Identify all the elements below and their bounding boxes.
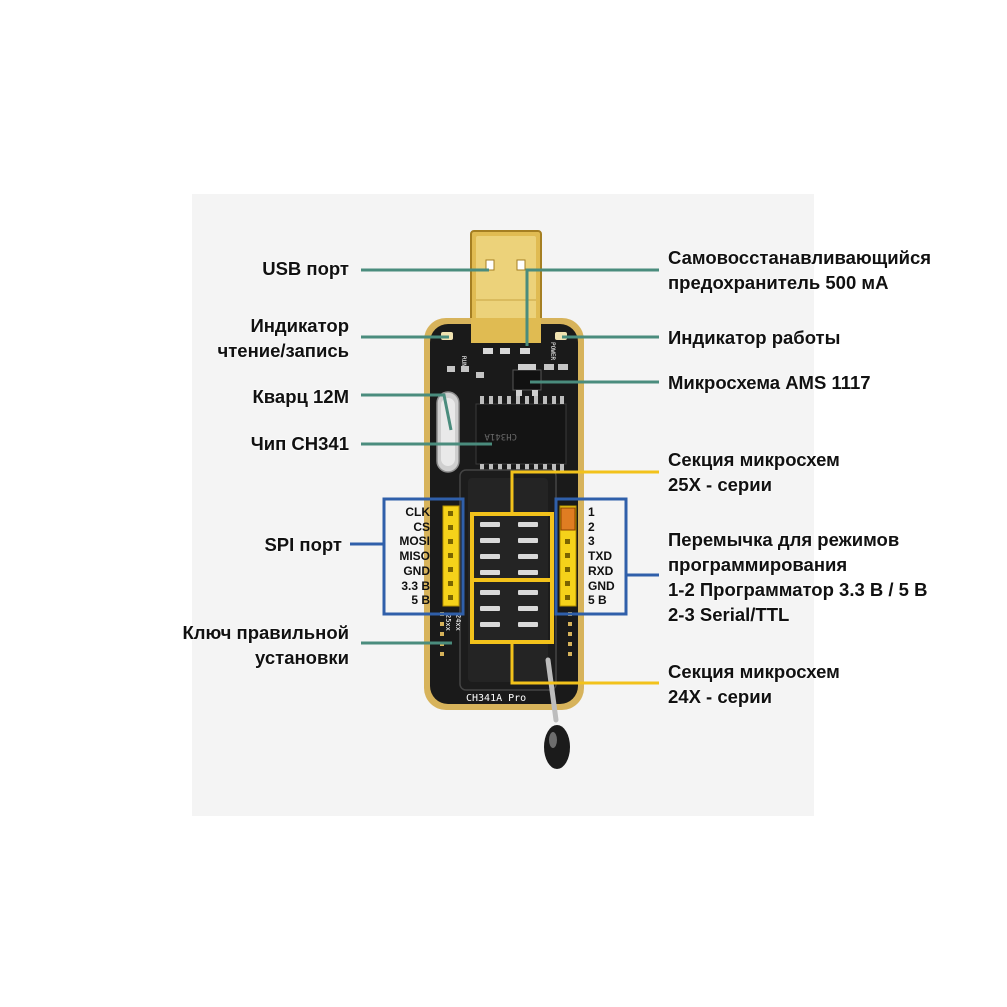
- spi-pin: MOSI: [399, 534, 430, 549]
- label-power-indicator-line: Индикатор работы: [668, 327, 841, 348]
- jumper-pin: 5 В: [588, 593, 607, 608]
- teal-leaders: [361, 268, 659, 645]
- spi-pin-header: [442, 505, 460, 607]
- jumper-pin: 2: [588, 519, 595, 534]
- label-usb-port-line: USB порт: [262, 258, 349, 279]
- label-section-25x: Секция микросхем 25X - серии: [668, 447, 840, 497]
- label-rw-indicator: Индикатор чтение/запись: [217, 313, 349, 363]
- label-spi-port: SPI порт: [264, 532, 342, 557]
- label-ams-line: Микросхема AMS 1117: [668, 372, 871, 393]
- smd-components: [447, 348, 568, 378]
- label-section-24x: Секция микросхем 24X - серии: [668, 659, 840, 709]
- label-fuse: Самовосстанавливающийся предохранитель 5…: [668, 245, 931, 295]
- label-rw-indicator-line-2: чтение/запись: [217, 340, 349, 361]
- label-install-key-line-2: установки: [255, 647, 349, 668]
- socket-contacts-25x: [480, 522, 538, 575]
- series-24-silk: 24xx: [454, 614, 462, 631]
- ams1117-regulator: [512, 364, 542, 396]
- power-silk: POWER: [549, 342, 556, 360]
- label-jumper-line-2: программирования: [668, 554, 848, 575]
- label-ams: Микросхема AMS 1117: [668, 370, 871, 395]
- ch341-chip: CH341A: [475, 396, 567, 472]
- spi-pin-list: CLK CS MOSI MISO GND 3.3 В 5 В: [388, 505, 430, 608]
- spi-pin: CS: [413, 519, 430, 534]
- label-section-24x-line-1: Секция микросхем: [668, 661, 840, 682]
- label-usb-port: USB порт: [262, 256, 349, 281]
- label-chip: Чип CH341: [251, 431, 349, 456]
- label-fuse-line-1: Самовосстанавливающийся: [668, 247, 932, 268]
- run-silk: RUN: [460, 356, 467, 367]
- jumper-pin: RXD: [588, 563, 614, 578]
- leader-fuse: [525, 268, 659, 346]
- model-silk: CH341A Pro: [466, 693, 526, 704]
- label-power-indicator: Индикатор работы: [668, 325, 840, 350]
- jumper-box: [554, 497, 628, 616]
- label-jumper-line-4: 2-3 Serial/TTL: [668, 604, 790, 625]
- label-fuse-line-2: предохранитель 500 мА: [668, 272, 889, 293]
- blue-leaders: [350, 542, 659, 577]
- spi-pin: 5 В: [411, 593, 430, 608]
- spi-pin: MISO: [399, 549, 430, 564]
- label-install-key: Ключ правильной установки: [183, 620, 350, 670]
- label-rw-indicator-line-1: Индикатор: [250, 315, 349, 336]
- leader-24x: [510, 642, 659, 685]
- jumper-pin-list: 1 2 3 TXD RXD GND 5 В: [588, 505, 615, 608]
- label-crystal-line: Кварц 12M: [252, 386, 349, 407]
- spi-box: [382, 497, 465, 616]
- jumper-pin: 3: [588, 534, 595, 549]
- label-crystal: Кварц 12M: [252, 384, 349, 409]
- crystal-12m: [436, 391, 460, 473]
- label-section-25x-line-2: 25X - серии: [668, 474, 772, 495]
- jumper-pin: TXD: [588, 549, 612, 564]
- jumper-pin: GND: [588, 578, 615, 593]
- yellow-leaders: [510, 470, 659, 685]
- chip-marking: CH341A: [484, 431, 517, 441]
- leader-crystal: [361, 393, 453, 431]
- spi-pin: CLK: [405, 505, 430, 519]
- label-jumper-line-3: 1-2 Программатор 3.3 В / 5 В: [668, 579, 928, 600]
- usb-connector: [470, 230, 542, 344]
- socket-contacts-24x: [480, 590, 538, 627]
- label-jumper: Перемычка для режимов программирования 1…: [668, 527, 927, 627]
- leader-25x: [510, 470, 659, 514]
- label-chip-line: Чип CH341: [250, 433, 349, 454]
- spi-pin: 3.3 В: [401, 578, 430, 593]
- label-section-25x-line-1: Секция микросхем: [668, 449, 840, 470]
- label-spi-port-line: SPI порт: [264, 534, 342, 555]
- label-jumper-line-1: Перемычка для режимов: [668, 529, 900, 550]
- jumper-pin: 1: [588, 505, 595, 519]
- series-25-silk: 25xx: [444, 614, 452, 631]
- jumper-pin-header: [559, 505, 577, 607]
- label-install-key-line-1: Ключ правильной: [182, 622, 350, 643]
- spi-pin: GND: [403, 563, 430, 578]
- label-section-24x-line-2: 24X - серии: [668, 686, 772, 707]
